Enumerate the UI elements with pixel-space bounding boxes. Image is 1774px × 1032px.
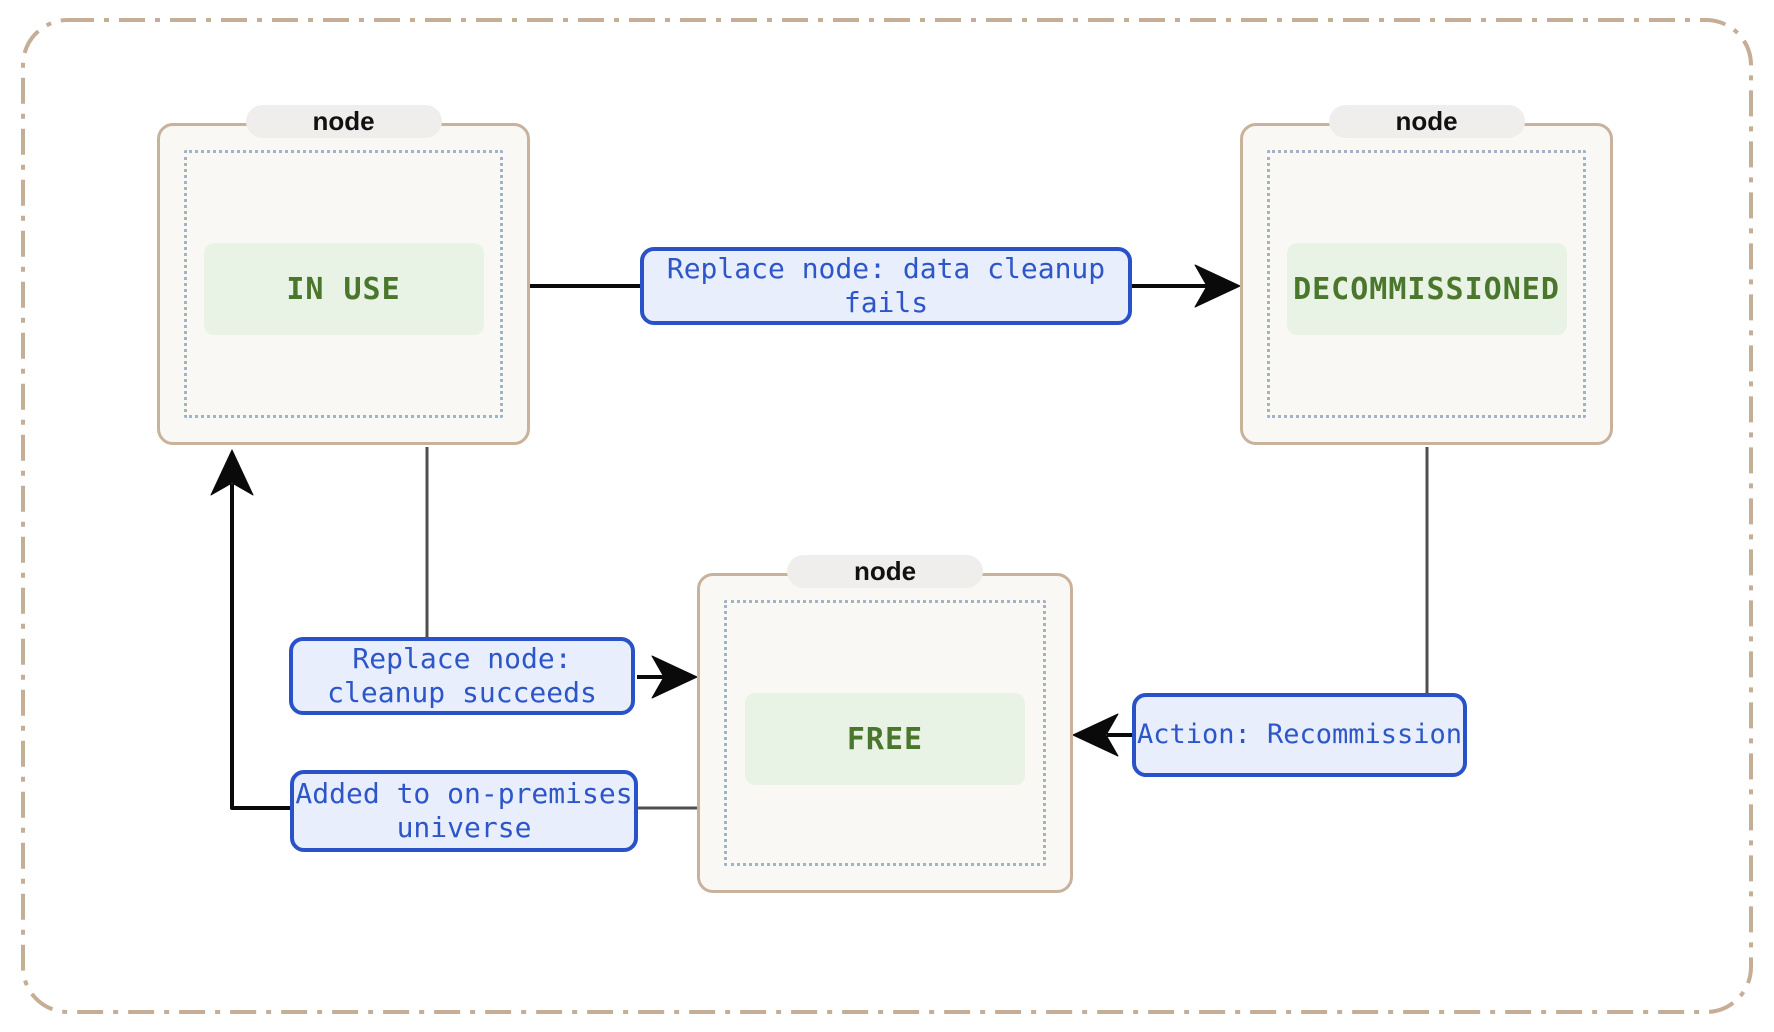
- arrowhead-into-free-right: [1072, 713, 1119, 757]
- state-node-in-use: node IN USE: [157, 105, 530, 445]
- node-inner-boundary: [724, 600, 1046, 866]
- node-inner-boundary: [184, 150, 503, 418]
- state-node-decommissioned: node DECOMMISSIONED: [1240, 105, 1613, 445]
- node-inner-boundary: [1267, 150, 1586, 418]
- edge-label-line: cleanup succeeds: [327, 676, 597, 709]
- arrowhead-into-free-left: [651, 655, 698, 699]
- edge-label-replace-node-cleanup-succeeds: Replace node: cleanup succeeds: [289, 637, 635, 715]
- state-label-decommissioned: DECOMMISSIONED: [1286, 243, 1567, 335]
- state-node-free: node FREE: [697, 555, 1073, 893]
- edge-label-action-recommission: Action: Recommission: [1132, 693, 1467, 777]
- node-type-badge: node: [245, 105, 442, 138]
- edge-label-line: Replace node:: [352, 642, 572, 675]
- state-label-free: FREE: [745, 693, 1025, 785]
- arrowhead-into-decommissioned: [1194, 264, 1241, 308]
- edge-label-line: Action: Recommission: [1136, 719, 1463, 750]
- diagram-frame: [21, 18, 1753, 1014]
- edge-label-line: Replace node: data cleanup: [666, 252, 1106, 285]
- edge-label-line: universe: [396, 811, 532, 844]
- node-type-badge: node: [1328, 105, 1525, 138]
- edge-label-line: fails: [843, 286, 929, 319]
- edge-label-added-to-on-premises-universe: Added to on-premises universe: [290, 770, 638, 852]
- node-type-badge: node: [787, 555, 983, 588]
- edge-label-replace-node-cleanup-fails: Replace node: data cleanup fails: [640, 247, 1132, 325]
- arrowhead-into-in-use: [210, 449, 254, 496]
- edge-label-line: Added to on-premises: [295, 777, 633, 810]
- state-label-in-use: IN USE: [203, 243, 484, 335]
- edge-label3-to-in-use-line: [230, 484, 290, 810]
